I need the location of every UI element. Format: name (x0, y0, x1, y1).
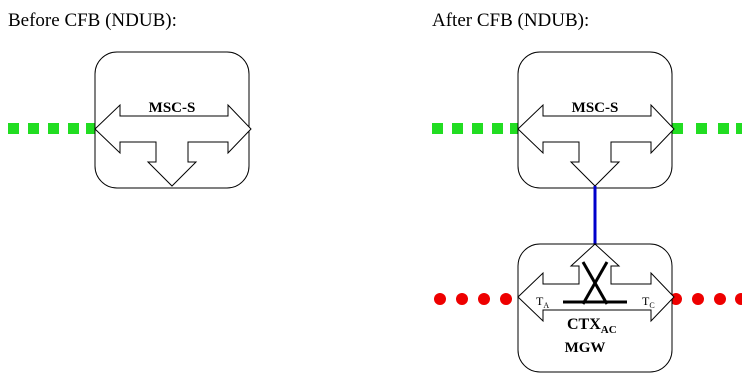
green-dot (510, 123, 521, 134)
after-signaling-path (432, 123, 742, 134)
green-dot (432, 123, 443, 134)
green-dot (492, 123, 503, 134)
red-dot (456, 293, 468, 305)
before-heading: Before CFB (NDUB): (8, 10, 177, 31)
green-dot (28, 123, 39, 134)
green-dot (452, 123, 463, 134)
msc-s-label: MSC-S (572, 100, 619, 116)
termination-a-label: TA (536, 294, 549, 310)
cross-connect-line (581, 261, 609, 305)
green-dot (672, 123, 683, 134)
before-signaling-path (8, 123, 97, 134)
mgw-label: MGW (565, 340, 606, 356)
t-arrow-icon (94, 103, 252, 187)
green-dot (472, 123, 483, 134)
mgw-node: TA TC CTXAC MGW (517, 243, 675, 373)
red-dot (434, 293, 446, 305)
green-dot (8, 123, 19, 134)
after-heading: After CFB (NDUB): (432, 10, 590, 31)
red-dot (500, 293, 512, 305)
green-dot (696, 123, 707, 134)
after-bearer-path (434, 293, 742, 305)
t-arrow-icon (517, 103, 675, 187)
green-dot (86, 123, 97, 134)
after-msc-node: MSC-S (517, 51, 675, 189)
msc-s-label: MSC-S (149, 100, 196, 116)
ctx-label: CTXAC (567, 316, 617, 336)
green-dot (736, 123, 742, 134)
red-dot (735, 293, 742, 305)
red-dot (692, 293, 704, 305)
green-dot (68, 123, 79, 134)
before-msc-node: MSC-S (94, 51, 252, 189)
red-dot (714, 293, 726, 305)
green-dot (718, 123, 729, 134)
green-dot (48, 123, 59, 134)
red-dot (478, 293, 490, 305)
termination-c-label: TC (642, 294, 655, 310)
